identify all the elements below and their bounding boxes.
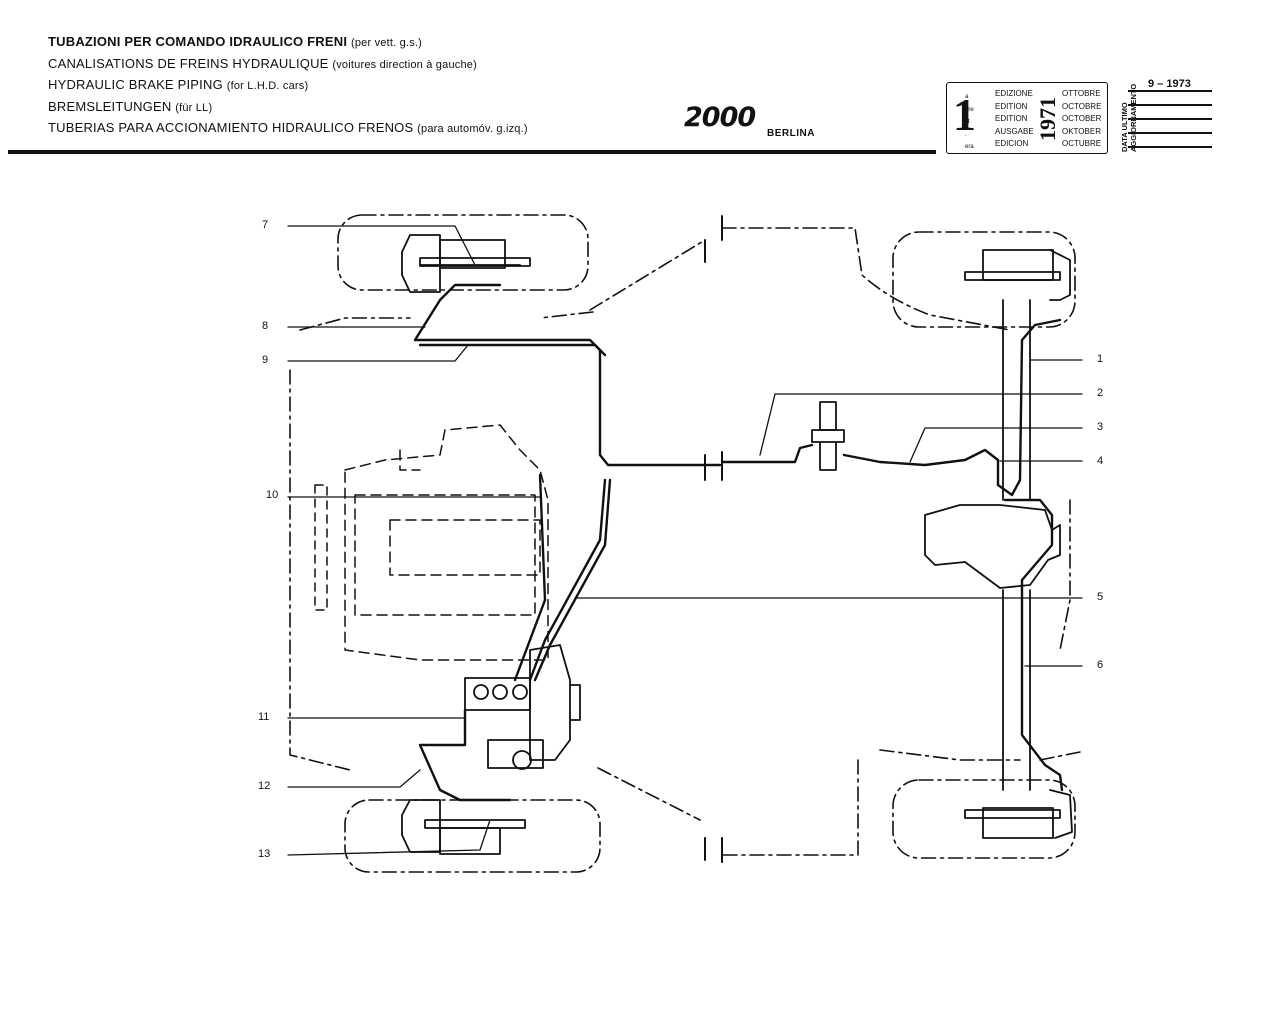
leader-13 xyxy=(287,819,491,856)
callout-4: 4 xyxy=(1097,455,1104,467)
callout-11: 11 xyxy=(258,711,270,723)
callout-5: 5 xyxy=(1097,591,1104,603)
brake-drum-rear-right xyxy=(964,789,1073,839)
title-line-it: TUBAZIONI PER COMANDO IDRAULICO FRENI (p… xyxy=(48,34,423,49)
rear-axle xyxy=(924,299,1061,791)
leader-lines xyxy=(287,225,1083,856)
brake-caliper-front-left xyxy=(401,234,531,293)
callout-9: 9 xyxy=(262,354,269,366)
callout-12: 12 xyxy=(258,780,271,792)
brake-pressure-regulator xyxy=(811,401,845,471)
rear-left-wheel-front xyxy=(344,799,601,873)
leader-7 xyxy=(287,225,476,266)
header-divider xyxy=(8,150,936,154)
title-block: TUBAZIONI PER COMANDO IDRAULICO FRENI (p… xyxy=(48,32,528,140)
model-name: BERLINA xyxy=(767,128,815,139)
update-lines xyxy=(1128,90,1212,160)
rear-right-wheel xyxy=(892,779,1076,859)
car-body-outline xyxy=(289,227,1081,856)
brake-drum-front-right xyxy=(964,249,1071,301)
callout-7: 7 xyxy=(262,219,269,231)
callout-13: 13 xyxy=(258,848,271,860)
wheel-outlines xyxy=(337,214,1076,873)
callout-1: 1 xyxy=(1097,353,1104,365)
front-left-wheel xyxy=(337,214,589,291)
title-line-es: TUBERIAS PARA ACCIONAMIENTO HIDRAULICO F… xyxy=(48,120,528,135)
brake-master-cylinder xyxy=(464,644,581,770)
section-break-marks xyxy=(704,215,723,863)
model-logo: 2000 xyxy=(684,102,756,133)
title-line-en: HYDRAULIC BRAKE PIPING (for L.H.D. cars) xyxy=(48,77,309,92)
leader-9 xyxy=(287,344,469,362)
leader-3 xyxy=(909,427,1083,463)
front-right-wheel xyxy=(892,231,1076,328)
engine-outline xyxy=(344,424,549,661)
leader-2 xyxy=(759,393,1083,456)
edition-number: 1 xyxy=(953,89,976,140)
callout-6: 6 xyxy=(1097,659,1104,671)
callout-8: 8 xyxy=(262,320,269,332)
brake-pipes xyxy=(413,283,1064,802)
radiator xyxy=(314,484,328,611)
leader-12 xyxy=(287,769,421,788)
update-date: 9 – 1973 xyxy=(1148,78,1191,90)
title-line-fr: CANALISATIONS DE FREINS HYDRAULIQUE (voi… xyxy=(48,55,477,71)
callout-10: 10 xyxy=(266,489,279,501)
title-line-de: BREMSLEITUNGEN (für LL) xyxy=(48,98,213,114)
callout-3: 3 xyxy=(1097,421,1104,433)
brake-caliper-rear-left xyxy=(401,799,526,855)
callout-2: 2 xyxy=(1097,387,1104,399)
